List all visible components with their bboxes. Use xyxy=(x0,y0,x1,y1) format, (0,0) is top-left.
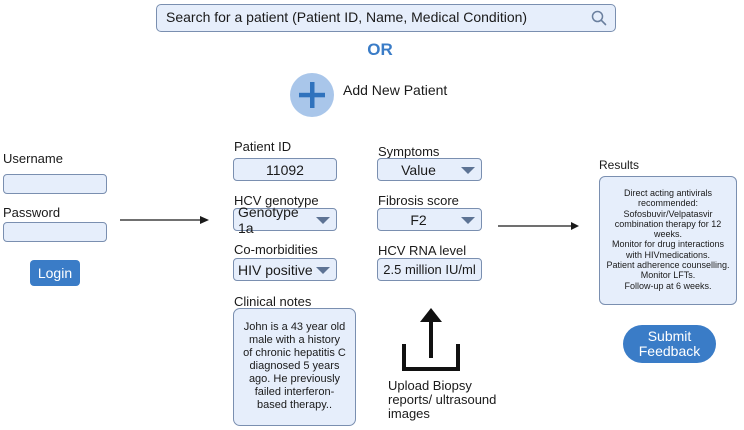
comorbidities-select[interactable]: HIV positive xyxy=(233,258,337,281)
upload-button[interactable] xyxy=(400,306,462,372)
results-text: Direct acting antivirals recommended: So… xyxy=(606,188,730,291)
search-bar[interactable]: Search for a patient (Patient ID, Name, … xyxy=(156,4,616,32)
password-field[interactable] xyxy=(3,222,107,242)
clinical-notes-textarea[interactable]: John is a 43 year old male with a histor… xyxy=(233,308,356,426)
patient-id-field[interactable]: 11092 xyxy=(233,158,337,181)
clinical-notes-text: John is a 43 year old male with a histor… xyxy=(243,321,346,411)
username-field[interactable] xyxy=(3,174,107,194)
arrow-form-to-results xyxy=(498,222,579,230)
chevron-down-icon xyxy=(316,266,330,274)
or-divider-text: OR xyxy=(367,40,393,59)
chevron-down-icon xyxy=(316,216,330,224)
clinical-notes-label: Clinical notes xyxy=(234,294,312,309)
results-box: Direct acting antivirals recommended: So… xyxy=(599,176,737,305)
upload-label: Upload Biopsy reports/ ultrasound images xyxy=(388,378,497,421)
add-patient-label: Add New Patient xyxy=(343,82,448,98)
symptoms-select[interactable]: Value xyxy=(377,158,482,181)
arrow-login-to-form xyxy=(120,216,209,224)
hcv-rna-level-field[interactable]: 2.5 million IU/ml xyxy=(377,258,482,281)
comorbidities-label: Co-morbidities xyxy=(234,242,318,257)
hcv-genotype-select[interactable]: Genotype 1a xyxy=(233,204,337,236)
hcv-genotype-label: HCV genotype xyxy=(234,193,319,208)
search-input-placeholder: Search for a patient (Patient ID, Name, … xyxy=(166,9,528,25)
add-patient-button[interactable] xyxy=(289,72,335,118)
search-icon[interactable] xyxy=(591,10,607,26)
symptoms-label: Symptoms xyxy=(378,144,440,159)
hcv-rna-level-label: HCV RNA level xyxy=(378,243,467,258)
fibrosis-score-label: Fibrosis score xyxy=(378,193,459,208)
chevron-down-icon xyxy=(461,166,475,174)
patient-id-label: Patient ID xyxy=(234,139,292,154)
username-label: Username xyxy=(3,151,63,166)
plus-icon xyxy=(290,73,334,117)
upload-icon xyxy=(402,308,460,371)
login-button[interactable]: Login xyxy=(30,260,80,286)
results-label: Results xyxy=(599,158,640,172)
password-label: Password xyxy=(3,205,61,220)
chevron-down-icon xyxy=(461,216,475,224)
fibrosis-score-select[interactable]: F2 xyxy=(377,208,482,231)
submit-feedback-button[interactable]: Submit Feedback xyxy=(623,325,716,363)
